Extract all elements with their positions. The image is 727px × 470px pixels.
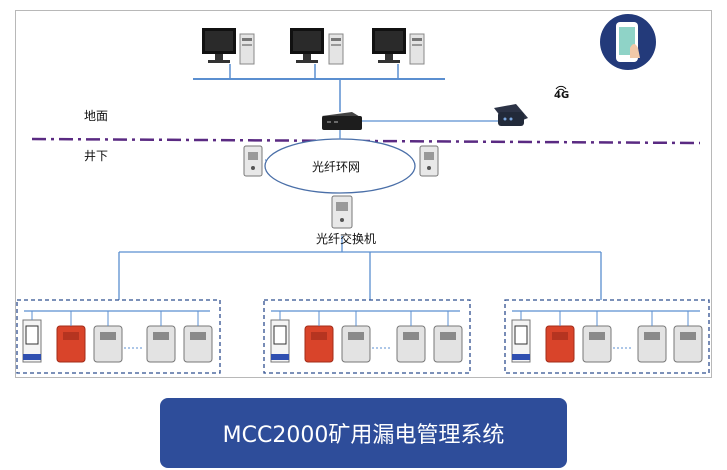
explosion-proof-switch-icon bbox=[582, 325, 612, 363]
gateway-router-icon bbox=[322, 112, 362, 130]
desktop-computer-icon bbox=[290, 28, 324, 63]
server-tower-icon bbox=[409, 33, 425, 65]
wireless-modem-icon bbox=[494, 104, 528, 126]
fiber-ring-label: 光纤环网 bbox=[312, 160, 361, 174]
workstation-1 bbox=[202, 28, 255, 65]
fiber-switch-label: 光纤交换机 bbox=[316, 232, 377, 246]
fiber-switch-cabinet-icon bbox=[331, 195, 353, 229]
equipment-group-2 bbox=[263, 299, 471, 374]
leakage-relay-icon bbox=[22, 319, 42, 363]
equipment-group-3 bbox=[504, 299, 710, 374]
explosion-proof-switch-icon bbox=[637, 325, 667, 363]
workstation-3 bbox=[372, 28, 425, 65]
server-tower-icon bbox=[328, 33, 344, 65]
explosion-proof-switch-icon bbox=[93, 325, 123, 363]
desktop-computer-icon bbox=[202, 28, 236, 63]
equipment-group-1 bbox=[16, 299, 221, 374]
explosion-proof-switch-icon bbox=[545, 325, 575, 363]
explosion-proof-switch-icon bbox=[396, 325, 426, 363]
system-title-banner: MCC2000矿用漏电管理系统 bbox=[160, 398, 567, 468]
system-title: MCC2000矿用漏电管理系统 bbox=[222, 423, 505, 448]
explosion-proof-switch-icon bbox=[183, 325, 213, 363]
fiber-switch-cabinet-icon bbox=[243, 145, 263, 177]
diagram-frame bbox=[15, 10, 712, 378]
desktop-computer-icon bbox=[372, 28, 406, 63]
cellular-4g-label: 4G bbox=[554, 90, 570, 101]
fiber-switch-cabinet-icon bbox=[419, 145, 439, 177]
explosion-proof-switch-icon bbox=[433, 325, 463, 363]
surface-label: 地面 bbox=[84, 109, 109, 123]
mobile-phone-touch-icon bbox=[600, 14, 656, 70]
underground-label: 井下 bbox=[84, 149, 109, 163]
explosion-proof-switch-icon bbox=[146, 325, 176, 363]
leakage-relay-icon bbox=[270, 319, 290, 363]
explosion-proof-switch-icon bbox=[341, 325, 371, 363]
explosion-proof-switch-icon bbox=[304, 325, 334, 363]
server-tower-icon bbox=[239, 33, 255, 65]
explosion-proof-switch-icon bbox=[56, 325, 86, 363]
explosion-proof-switch-icon bbox=[673, 325, 703, 363]
workstation-2 bbox=[290, 28, 344, 65]
leakage-relay-icon bbox=[511, 319, 531, 363]
signal-icon bbox=[555, 85, 567, 92]
